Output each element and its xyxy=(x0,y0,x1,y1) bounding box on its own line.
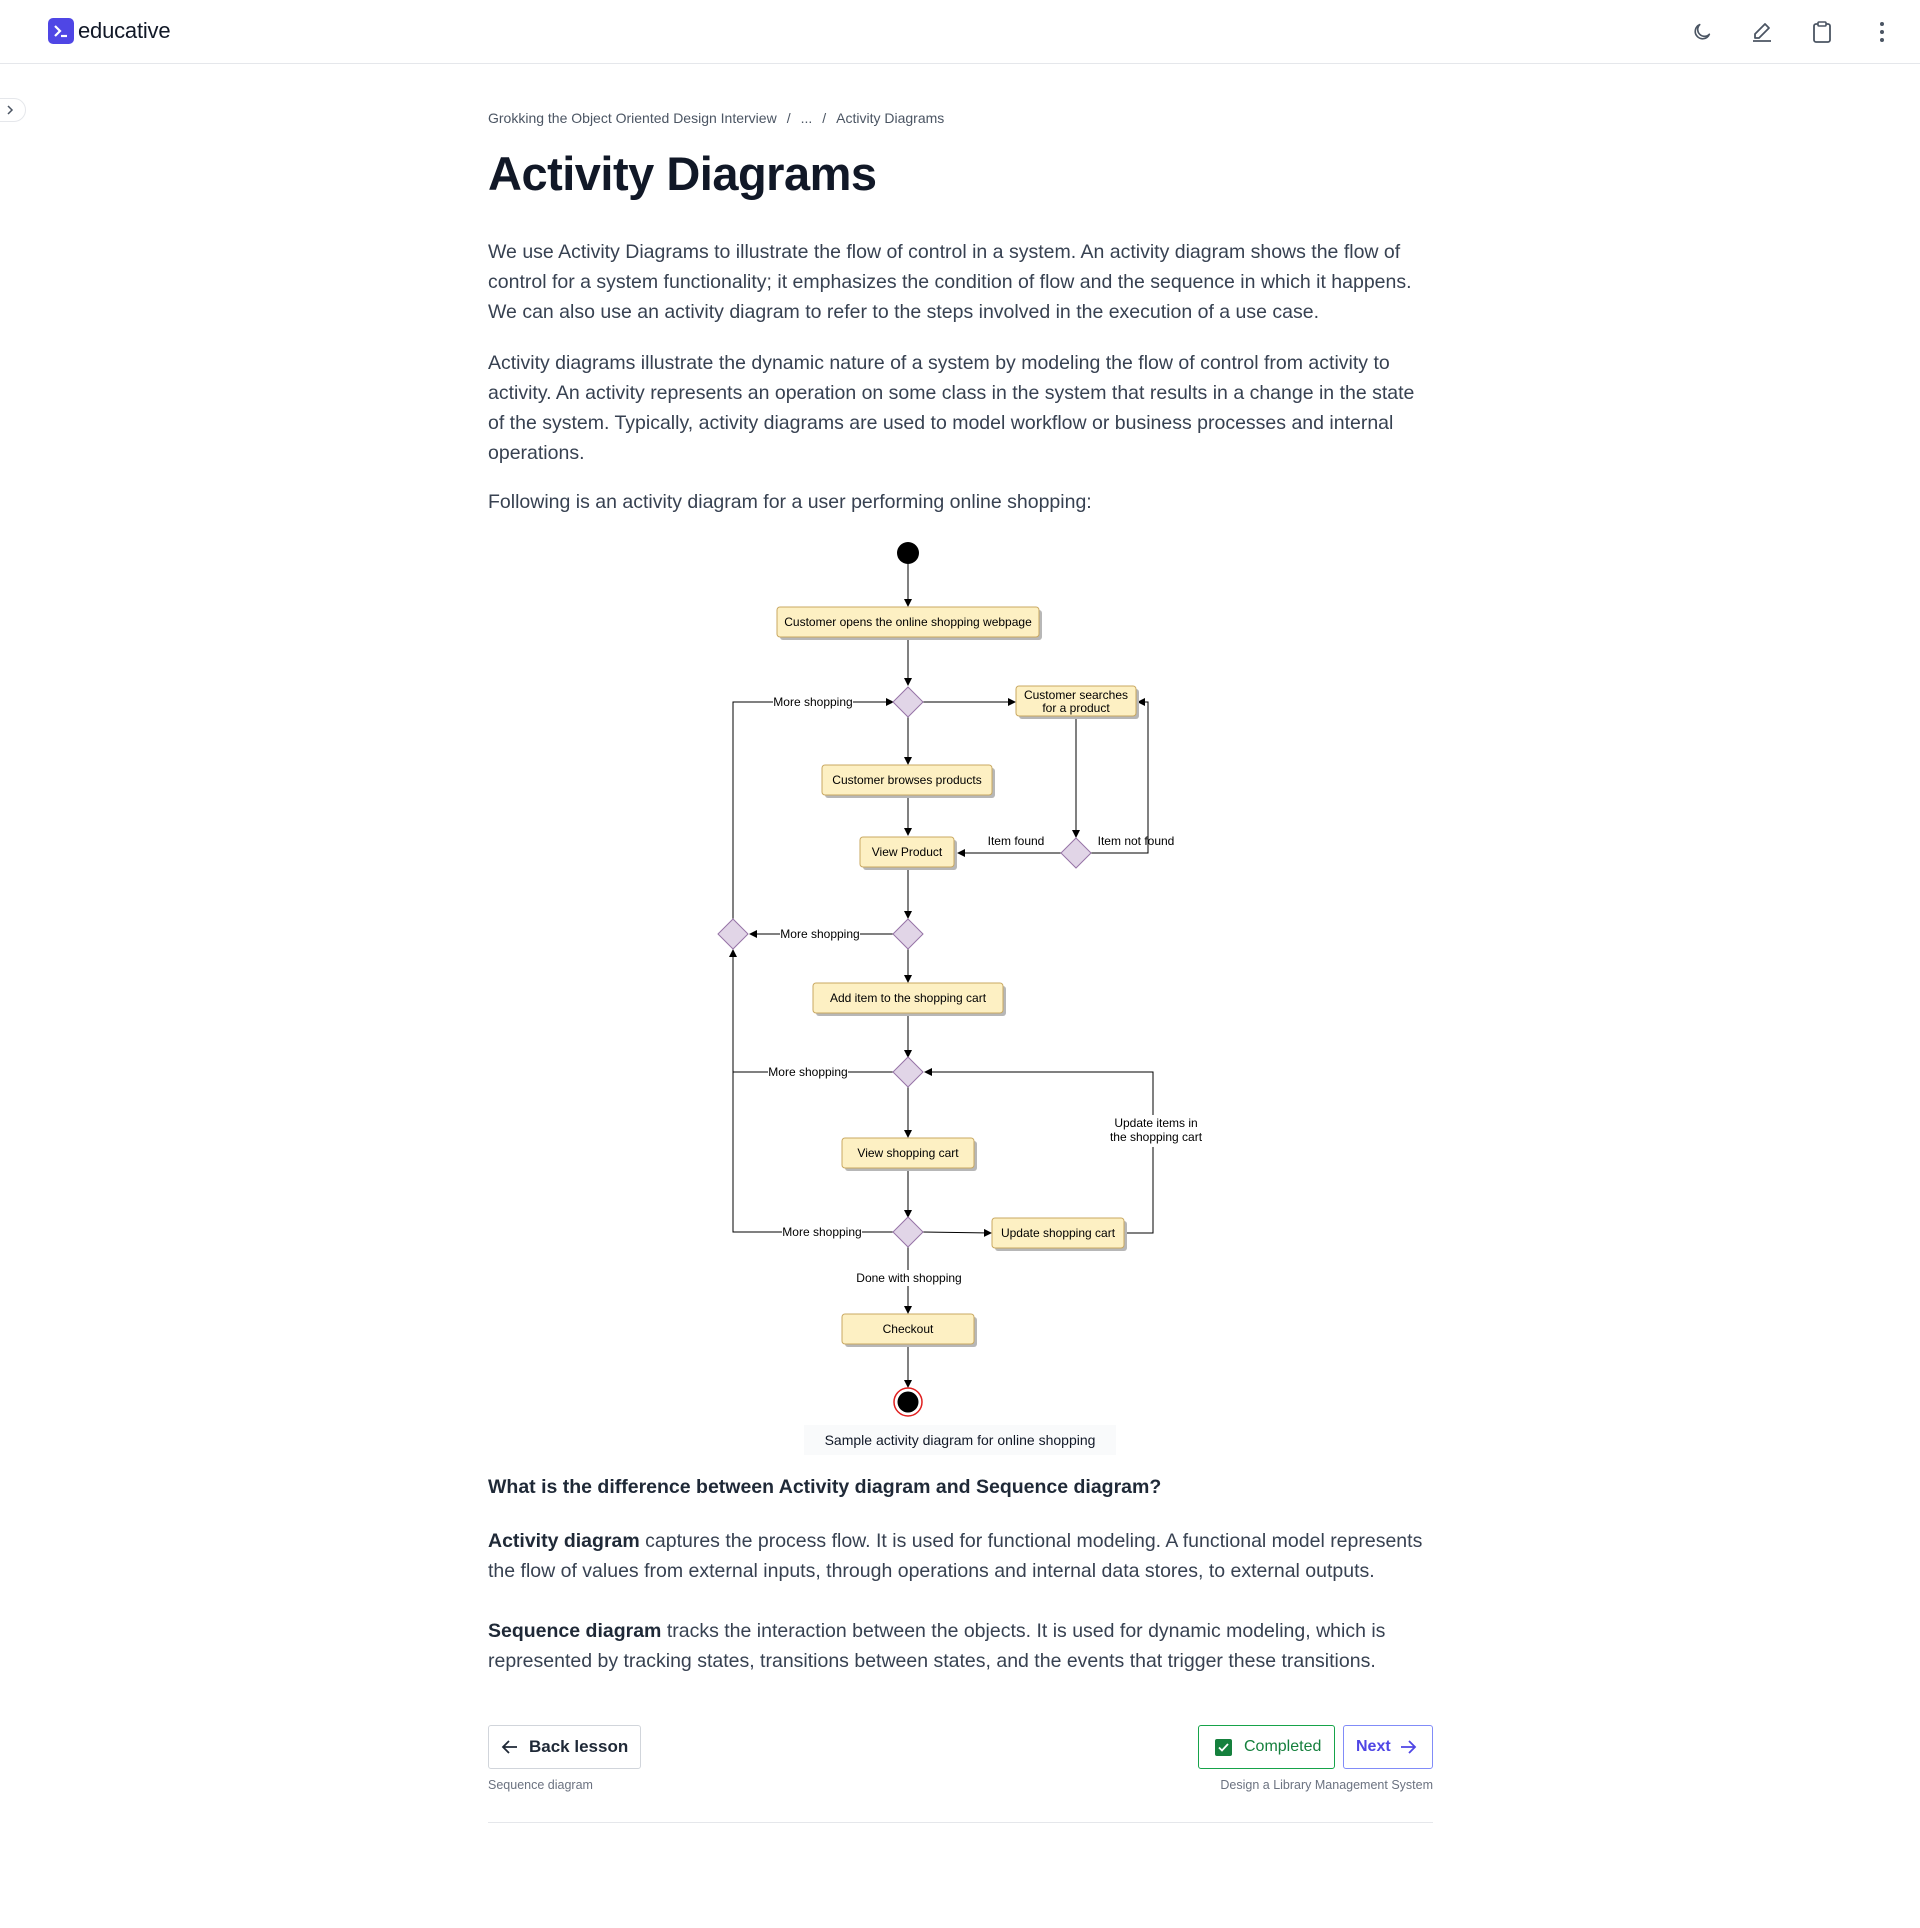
arrow-left-icon xyxy=(501,1740,517,1754)
label-item-not-found: Item not found xyxy=(1098,834,1175,848)
logo-mark-icon xyxy=(48,18,74,44)
pencil-icon xyxy=(1753,23,1771,42)
node-add-to-cart: Add item to the shopping cart xyxy=(812,982,1006,1016)
completed-label: Completed xyxy=(1244,1738,1322,1755)
svg-text:Checkout: Checkout xyxy=(883,1322,934,1336)
label-update-items: Update items in xyxy=(1114,1116,1197,1130)
svg-text:Add item to the shopping cart: Add item to the shopping cart xyxy=(830,991,987,1005)
top-bar: educative xyxy=(0,0,1920,64)
breadcrumb-ellipsis[interactable]: ... xyxy=(800,110,813,126)
node-update-cart: Update shopping cart xyxy=(991,1217,1127,1251)
completed-button[interactable]: Completed xyxy=(1198,1725,1335,1769)
end-node xyxy=(897,1391,919,1413)
node-view-cart: View shopping cart xyxy=(841,1137,977,1171)
start-node xyxy=(897,542,919,564)
label-more-shopping: More shopping xyxy=(780,927,859,941)
sidebar-toggle[interactable] xyxy=(0,98,26,122)
sequence-description: tracks the interaction between the objec… xyxy=(488,1620,1386,1672)
logo-text: educative xyxy=(78,18,171,43)
node-search-product: Customer searches for a product xyxy=(1015,685,1139,719)
next-lesson-title: Design a Library Management System xyxy=(1220,1778,1433,1792)
edge-labels: More shopping Item found Item not found … xyxy=(768,694,1203,1286)
breadcrumb-current: Activity Diagrams xyxy=(836,110,945,126)
node-open-webpage: Customer opens the online shopping webpa… xyxy=(776,606,1042,640)
label-update-items-2: the shopping cart xyxy=(1110,1130,1203,1144)
breadcrumb-separator: / xyxy=(822,110,827,126)
sequence-diagram-paragraph: Sequence diagram tracks the interaction … xyxy=(488,1616,1433,1676)
chevron-right-icon xyxy=(7,105,14,115)
back-lesson-label: Back lesson xyxy=(529,1737,629,1756)
sequence-term: Sequence diagram xyxy=(488,1620,662,1642)
label-more-shopping: More shopping xyxy=(773,695,852,709)
activity-diagram-paragraph: Activity diagram captures the process fl… xyxy=(488,1526,1433,1586)
diagram-edges xyxy=(729,551,1154,1388)
breadcrumb-separator: / xyxy=(786,110,791,126)
node-checkout: Checkout xyxy=(841,1313,977,1347)
svg-text:Customer opens the online shop: Customer opens the online shopping webpa… xyxy=(784,615,1032,629)
intro-paragraph: We use Activity Diagrams to illustrate t… xyxy=(488,241,1412,323)
diagram-intro-paragraph: Following is an activity diagram for a u… xyxy=(488,491,1092,513)
node-browse-products: Customer browses products xyxy=(821,764,995,798)
breadcrumb: Grokking the Object Oriented Design Inte… xyxy=(488,110,944,126)
previous-lesson-title: Sequence diagram xyxy=(488,1778,593,1792)
label-more-shopping: More shopping xyxy=(782,1225,861,1239)
footer-divider xyxy=(488,1822,1433,1823)
next-lesson-button[interactable]: Next xyxy=(1343,1725,1433,1769)
arrow-right-icon xyxy=(1400,1740,1416,1754)
svg-text:View shopping cart: View shopping cart xyxy=(857,1146,959,1160)
activity-description: captures the process flow. It is used fo… xyxy=(488,1530,1423,1582)
moon-icon xyxy=(1694,23,1711,40)
more-vertical-icon xyxy=(1880,22,1884,42)
checkbox-checked-icon xyxy=(1215,1738,1232,1756)
label-item-found: Item found xyxy=(988,834,1045,848)
page-title: Activity Diagrams xyxy=(488,147,877,200)
activity-term: Activity diagram xyxy=(488,1530,640,1552)
more-options-button[interactable] xyxy=(1864,14,1900,50)
question-heading: What is the difference between Activity … xyxy=(488,1476,1162,1498)
description-paragraph: Activity diagrams illustrate the dynamic… xyxy=(488,352,1415,464)
svg-text:Customer browses products: Customer browses products xyxy=(832,773,981,787)
label-done-shopping: Done with shopping xyxy=(856,1271,961,1285)
activity-diagram: Customer opens the online shopping webpa… xyxy=(717,542,1203,1417)
clipboard-button[interactable] xyxy=(1804,14,1840,50)
node-view-product: View Product xyxy=(859,836,957,870)
notes-button[interactable] xyxy=(1744,14,1780,50)
svg-text:Update shopping cart: Update shopping cart xyxy=(1001,1226,1116,1240)
dark-mode-toggle[interactable] xyxy=(1684,14,1720,50)
svg-text:View Product: View Product xyxy=(872,845,943,859)
educative-logo[interactable]: educative xyxy=(48,18,171,44)
next-label: Next xyxy=(1356,1738,1391,1755)
back-lesson-button[interactable]: Back lesson xyxy=(488,1725,641,1769)
diagram-caption: Sample activity diagram for online shopp… xyxy=(804,1425,1116,1455)
decision-nodes xyxy=(717,686,1092,1248)
svg-text:Customer searches: Customer searches xyxy=(1024,688,1128,702)
svg-text:for a product: for a product xyxy=(1042,701,1110,715)
label-more-shopping: More shopping xyxy=(768,1065,847,1079)
breadcrumb-course-link[interactable]: Grokking the Object Oriented Design Inte… xyxy=(488,110,777,126)
clipboard-icon xyxy=(1813,21,1831,43)
